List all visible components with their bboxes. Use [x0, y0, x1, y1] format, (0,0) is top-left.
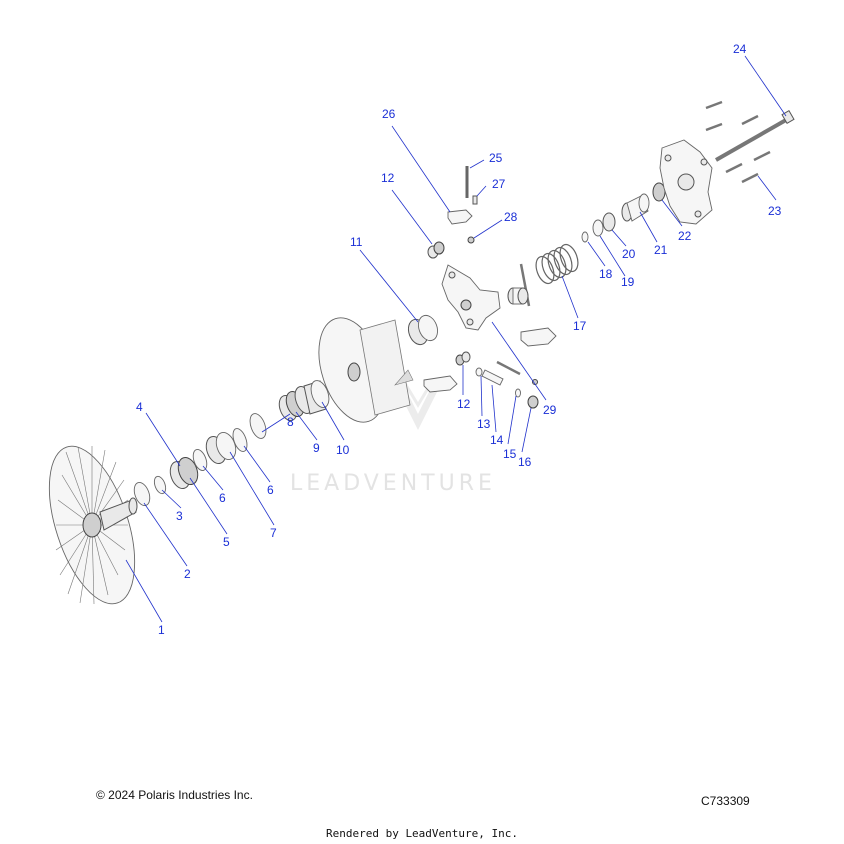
part-19-ring: [592, 219, 604, 237]
callout-12-lower: 12: [457, 397, 471, 411]
part-29-spider: [441, 264, 501, 331]
part-16-roller: [527, 395, 539, 409]
part-weight-arm-right: [520, 327, 557, 347]
callout-17: 17: [573, 319, 587, 333]
callout-8: 8: [287, 415, 294, 429]
part-8-ring: [249, 413, 267, 439]
part-24-bolt: [715, 109, 795, 162]
callout-23: 23: [768, 204, 782, 218]
part-6-ring: [192, 449, 208, 471]
part-weight-arm-lower: [423, 375, 458, 393]
callout-11: 11: [350, 235, 363, 249]
part-23-bolts: [705, 100, 771, 184]
callout-29: 29: [543, 403, 557, 417]
callout-27: 27: [492, 177, 506, 191]
part-10-bushing: [294, 380, 330, 415]
part-2-ring: [133, 482, 151, 506]
callout-9: 9: [313, 441, 320, 455]
part-14-bushing: [481, 369, 504, 386]
callout-3: 3: [176, 509, 183, 523]
part-12-roller-upper: [427, 241, 445, 259]
callout-26: 26: [382, 107, 396, 121]
copyright-text: © 2024 Polaris Industries Inc.: [96, 788, 253, 802]
callout-2: 2: [184, 567, 191, 581]
part-28-nut: [467, 236, 475, 244]
part-6b-ring: [232, 428, 248, 452]
callout-19: 19: [621, 275, 635, 289]
callout-12-upper: 12: [381, 171, 395, 185]
part-27-washer: [472, 195, 478, 205]
part-15-ring: [515, 388, 521, 398]
callout-20: 20: [622, 247, 636, 261]
part-1-fixed-sheave: [48, 445, 138, 605]
watermark-text: LEADVENTURE: [290, 471, 496, 496]
callout-6-b: 6: [267, 483, 274, 497]
part-cover-plate: [659, 139, 713, 225]
callout-10: 10: [336, 443, 350, 457]
callout-16: 16: [518, 455, 532, 469]
callout-5: 5: [223, 535, 230, 549]
part-20-ring: [602, 212, 616, 232]
part-3-ring: [153, 475, 167, 495]
callout-14: 14: [490, 433, 504, 447]
callout-25: 25: [489, 151, 503, 165]
callout-6-a: 6: [219, 491, 226, 505]
callout-18: 18: [599, 267, 613, 281]
part-movable-sheave: [318, 317, 414, 423]
part-18-ring: [581, 231, 589, 243]
part-17-spring: [535, 243, 579, 285]
rendered-by-text: Rendered by LeadVenture, Inc.: [325, 827, 519, 840]
callout-24: 24: [733, 42, 747, 56]
part-roller-center: [507, 287, 529, 305]
callout-15: 15: [503, 447, 517, 461]
part-26-weight-arm: [447, 209, 473, 225]
callout-21: 21: [654, 243, 668, 257]
part-4-5-bearing: [169, 456, 199, 490]
part-12-roller-lower: [455, 351, 471, 366]
callout-7: 7: [270, 526, 277, 540]
part-11-bushing: [407, 314, 439, 346]
diagram-id: C733309: [701, 794, 750, 808]
callout-1: 1: [158, 623, 165, 637]
callout-labels: 1 2 3 4 5 6 6 7 8 9 10 11 12 12 13 14 15…: [136, 42, 782, 637]
watermark: LEADVENTURE: [290, 379, 496, 496]
part-13-washer: [475, 367, 483, 377]
callout-28: 28: [504, 210, 518, 224]
part-21-bushing: [621, 193, 650, 222]
callout-13: 13: [477, 417, 491, 431]
leader-lines: [125, 55, 787, 623]
callout-4: 4: [136, 400, 143, 414]
callout-22: 22: [678, 229, 692, 243]
part-pin-lower: [496, 360, 521, 376]
